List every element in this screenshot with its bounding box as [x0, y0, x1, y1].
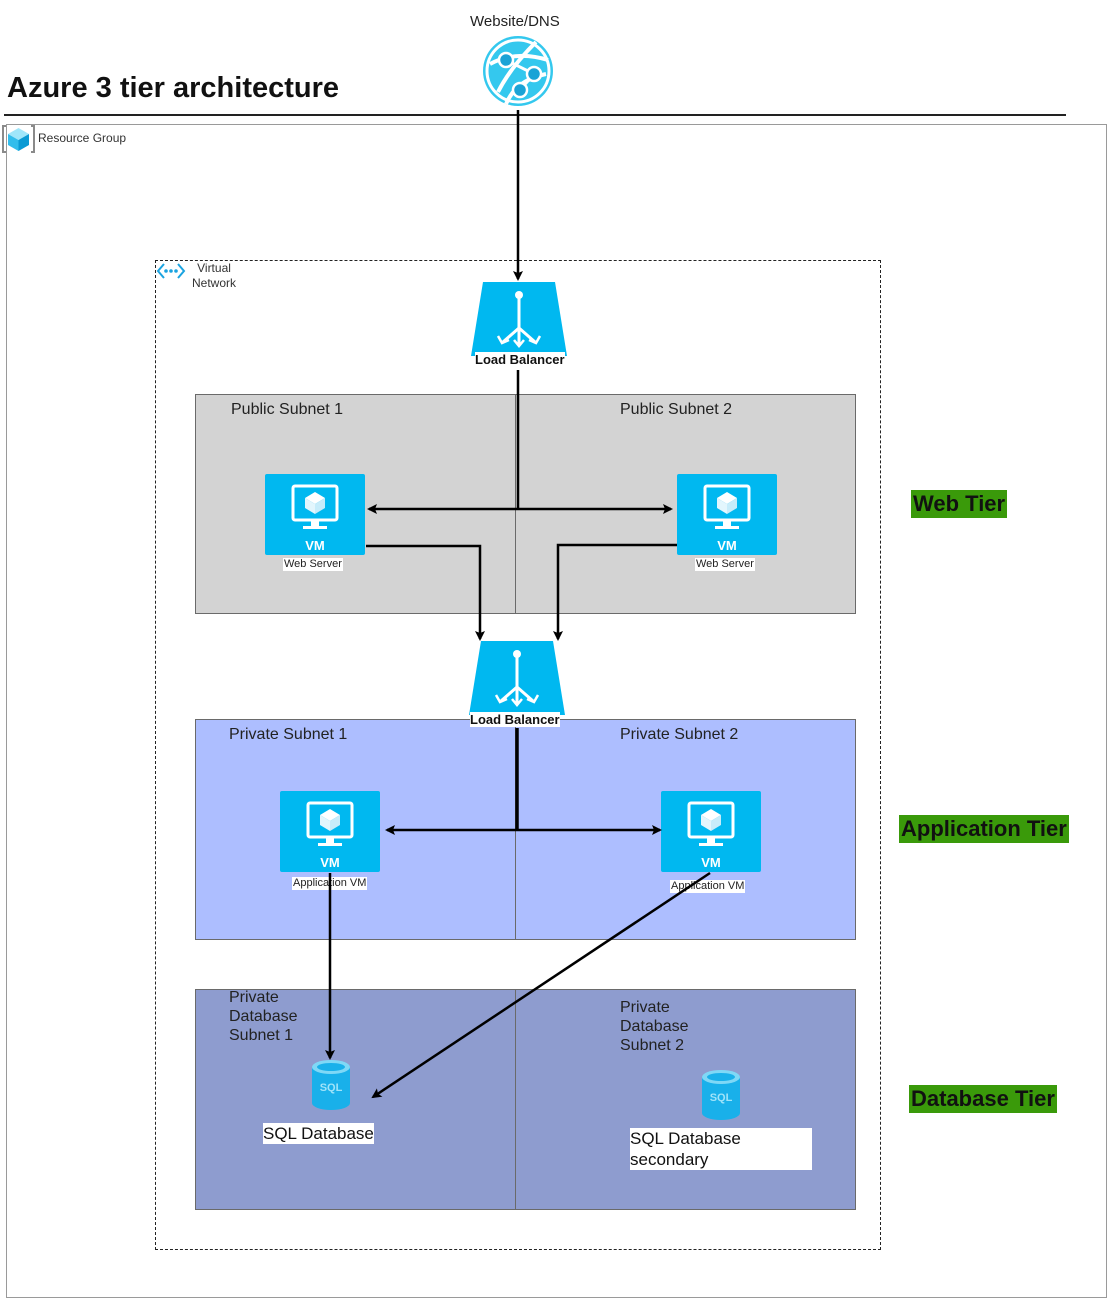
app-vm-2-to-sql-arrow: [371, 871, 711, 1099]
sql-icon-text: SQL: [320, 1082, 343, 1094]
web-server-caption: Web Server: [695, 558, 755, 571]
application-vm-caption: Application VM: [670, 880, 746, 893]
application-vm-icon: VM: [661, 791, 761, 872]
private-subnet-2-label: Private Subnet 2: [620, 726, 739, 743]
database-subnet-2-label: Private Database Subnet 2: [620, 998, 689, 1055]
vm-tile-text: VM: [701, 855, 721, 870]
public-subnet-1-label: Public Subnet 1: [231, 401, 344, 418]
database-tier-label: Database Tier: [909, 1085, 1057, 1113]
database-subnet-2-label-line1: Private: [620, 999, 670, 1016]
virtual-network-icon: [156, 262, 186, 280]
sql-database-secondary-caption-line2: secondary: [630, 1150, 709, 1169]
application-tier-label: Application Tier: [899, 815, 1069, 843]
title-underline: [4, 114, 1066, 116]
load-balancer-icon: [471, 282, 567, 356]
database-subnet-1-label-line1: Private: [229, 989, 279, 1006]
private-subnet-1-label: Private Subnet 1: [229, 726, 348, 743]
web-server-caption: Web Server: [283, 558, 343, 571]
database-subnet-1-label: Private Database Subnet 1: [229, 988, 298, 1045]
database-subnet-1: [195, 989, 516, 1210]
virtual-network-label: Virtual Network: [192, 261, 236, 291]
web-server-vm-icon: VM: [265, 474, 365, 555]
resource-group-label: Resource Group: [38, 131, 127, 145]
sql-database-icon: SQL: [311, 1059, 351, 1111]
application-vm-icon: VM: [280, 791, 380, 872]
database-subnet-1-label-line3: Subnet 1: [229, 1027, 294, 1044]
website-globe-icon: [476, 34, 560, 108]
database-subnet-2: [515, 989, 856, 1210]
vm-tile-text: VM: [305, 538, 325, 553]
load-balancer-label: Load Balancer: [470, 712, 560, 727]
public-subnet-2-label: Public Subnet 2: [620, 401, 733, 418]
resource-group-container: [6, 124, 1107, 1298]
sql-database-secondary-caption: SQL Database secondary: [630, 1128, 812, 1170]
web-server-1-to-lb2-arrow: [366, 544, 485, 641]
resource-group-icon: [2, 124, 35, 154]
load-balancer-label: Load Balancer: [475, 352, 565, 367]
vm-tile-text: VM: [320, 855, 340, 870]
virtual-network-label-line2: Network: [192, 276, 237, 290]
sql-icon-text: SQL: [710, 1092, 733, 1104]
database-subnet-2-label-line3: Subnet 2: [620, 1037, 685, 1054]
website-dns-label: Website/DNS: [470, 13, 560, 30]
database-subnet-1-label-line2: Database: [229, 1008, 298, 1025]
web-server-2-to-lb2-arrow: [553, 543, 677, 641]
sql-database-secondary-caption-line1: SQL Database: [630, 1129, 741, 1148]
vm-tile-text: VM: [717, 538, 737, 553]
load-balancer-icon: [469, 641, 565, 715]
web-server-vm-icon: VM: [677, 474, 777, 555]
page-title: Azure 3 tier architecture: [7, 72, 340, 104]
web-tier-label: Web Tier: [911, 490, 1008, 518]
sql-database-caption: SQL Database: [263, 1123, 374, 1144]
database-subnet-2-label-line2: Database: [620, 1018, 689, 1035]
virtual-network-label-line1: Virtual: [197, 261, 231, 275]
sql-database-secondary-icon: SQL: [701, 1069, 741, 1121]
